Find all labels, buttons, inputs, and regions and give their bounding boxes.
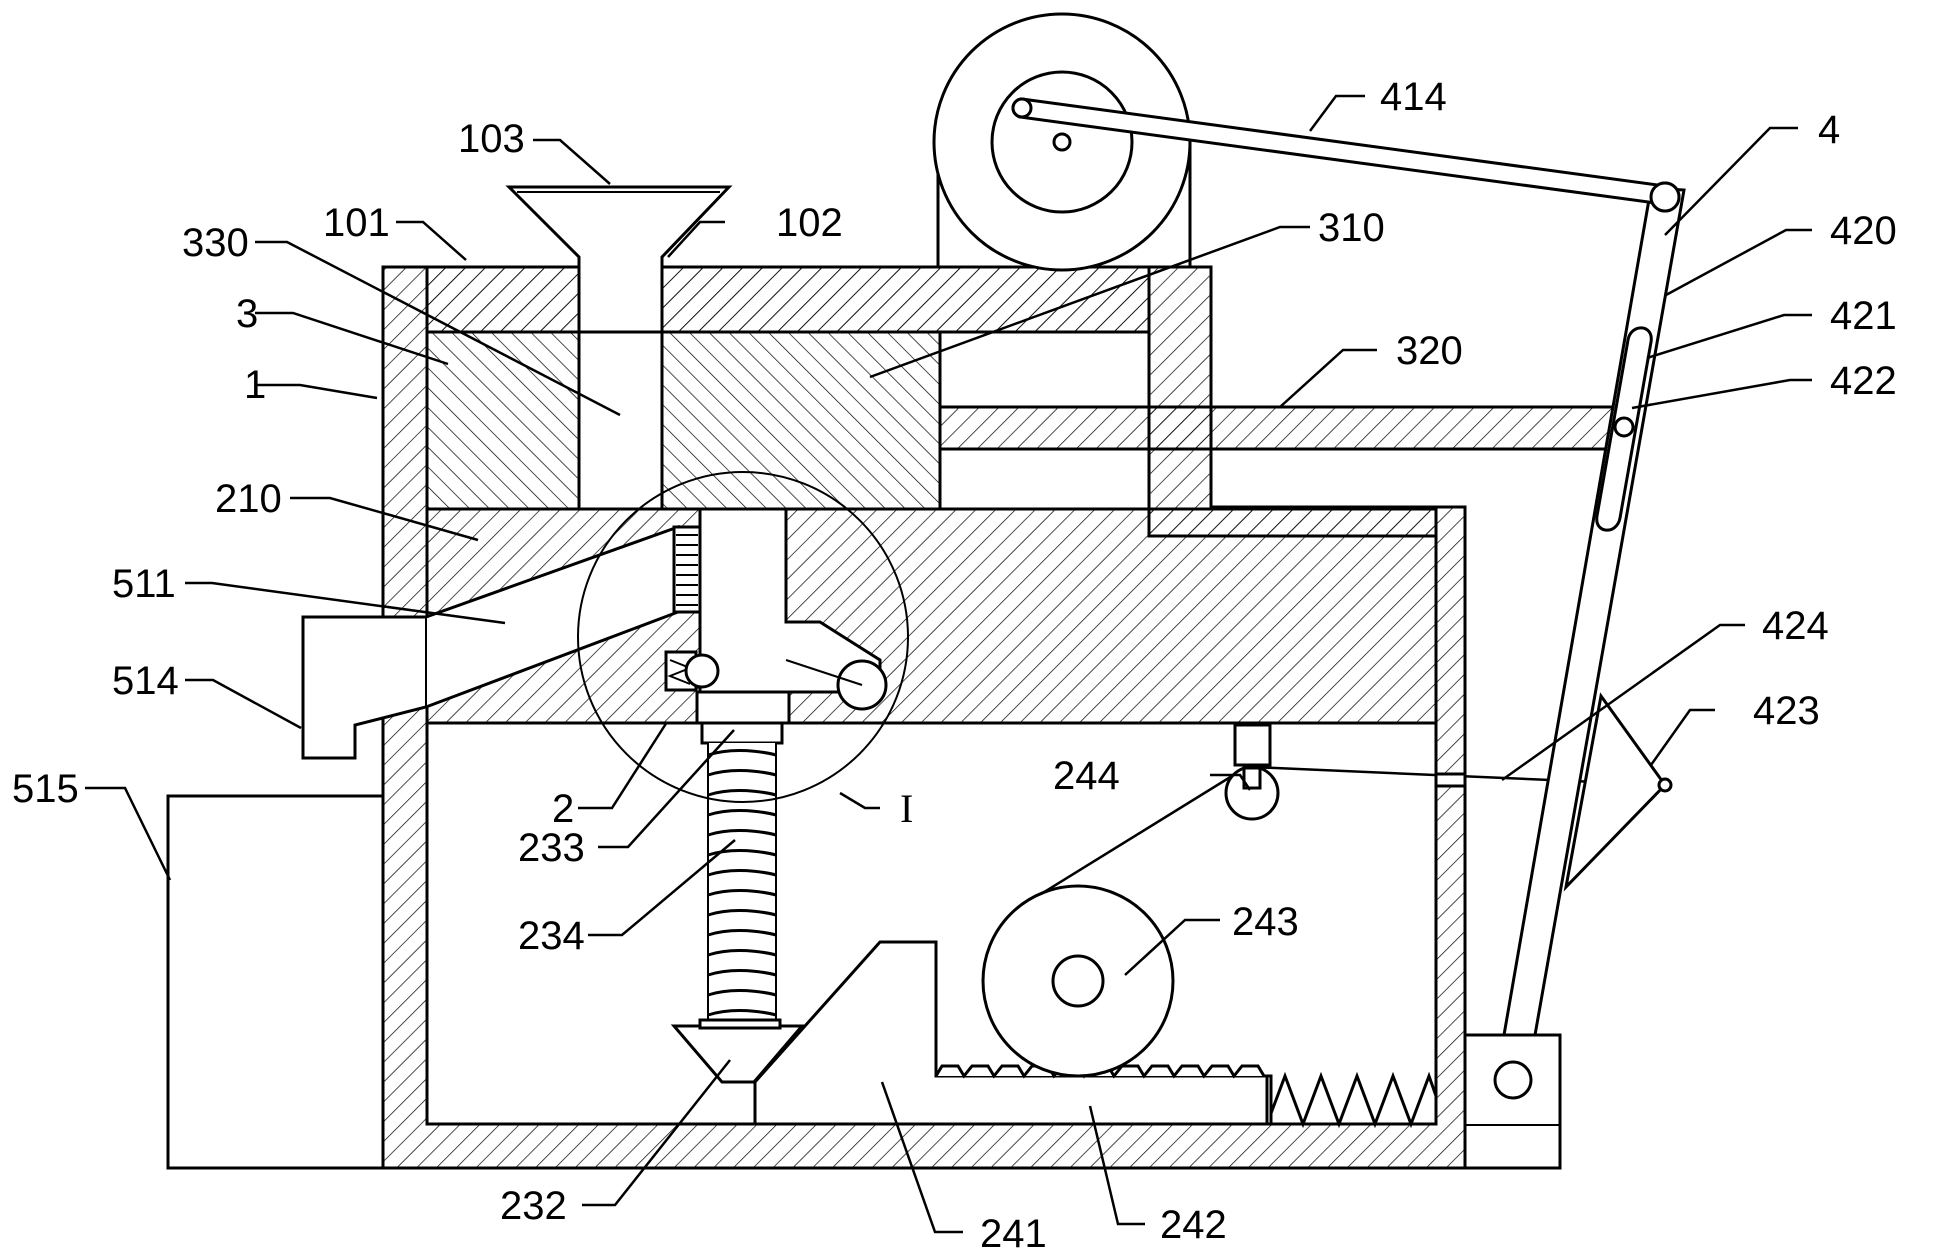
label-310: 310	[1318, 206, 1385, 250]
sawtooth-spring	[1265, 1071, 1438, 1129]
block-3	[425, 330, 581, 511]
spring-small-upper	[672, 525, 702, 614]
label-233: 233	[518, 826, 585, 870]
arm-4	[1502, 186, 1686, 1037]
label-102: 102	[776, 201, 843, 245]
label-103: 103	[458, 117, 525, 161]
box-515	[166, 794, 385, 1170]
rod-320	[938, 405, 1625, 451]
bracket-244	[1233, 723, 1272, 767]
label-330: 330	[182, 221, 249, 265]
spring-cap-233	[700, 721, 784, 745]
label-243: 243	[1232, 900, 1299, 944]
label-511: 511	[112, 562, 176, 606]
label-234: 234	[518, 914, 585, 958]
label-422: 422	[1830, 359, 1897, 403]
channel-330	[577, 330, 664, 511]
label-423: 423	[1753, 689, 1820, 733]
label-3: 3	[236, 292, 258, 336]
part-labels: 103 101 102 330 3 1 210 511 514 515 310 …	[12, 75, 1897, 1256]
label-4: 4	[1818, 108, 1840, 152]
label-101: 101	[323, 201, 390, 245]
pin-422	[1613, 416, 1635, 438]
label-244: 244	[1053, 754, 1120, 798]
label-514: 514	[112, 659, 179, 703]
label-232: 232	[500, 1184, 567, 1228]
gear-hub	[1051, 954, 1105, 1008]
label-414: 414	[1380, 75, 1447, 119]
label-1: 1	[244, 363, 266, 407]
leader-lines	[85, 94, 1812, 1234]
block-310	[660, 330, 942, 511]
label-241: 241	[980, 1212, 1047, 1256]
label-424: 424	[1762, 604, 1829, 648]
label-210: 210	[215, 477, 282, 521]
label-2: 2	[552, 787, 574, 831]
spring-234	[707, 743, 777, 1021]
label-421: 421	[1830, 294, 1897, 338]
label-detail-I: I	[900, 786, 913, 831]
bracket-423	[1563, 692, 1667, 892]
base-mount	[1463, 1033, 1562, 1170]
top-plate-101	[425, 265, 1151, 334]
hopper-103	[505, 185, 733, 334]
label-320: 320	[1396, 329, 1463, 373]
label-242: 242	[1160, 1203, 1227, 1247]
detail-circle-I	[577, 471, 909, 803]
label-420: 420	[1830, 209, 1897, 253]
label-515: 515	[12, 767, 79, 811]
